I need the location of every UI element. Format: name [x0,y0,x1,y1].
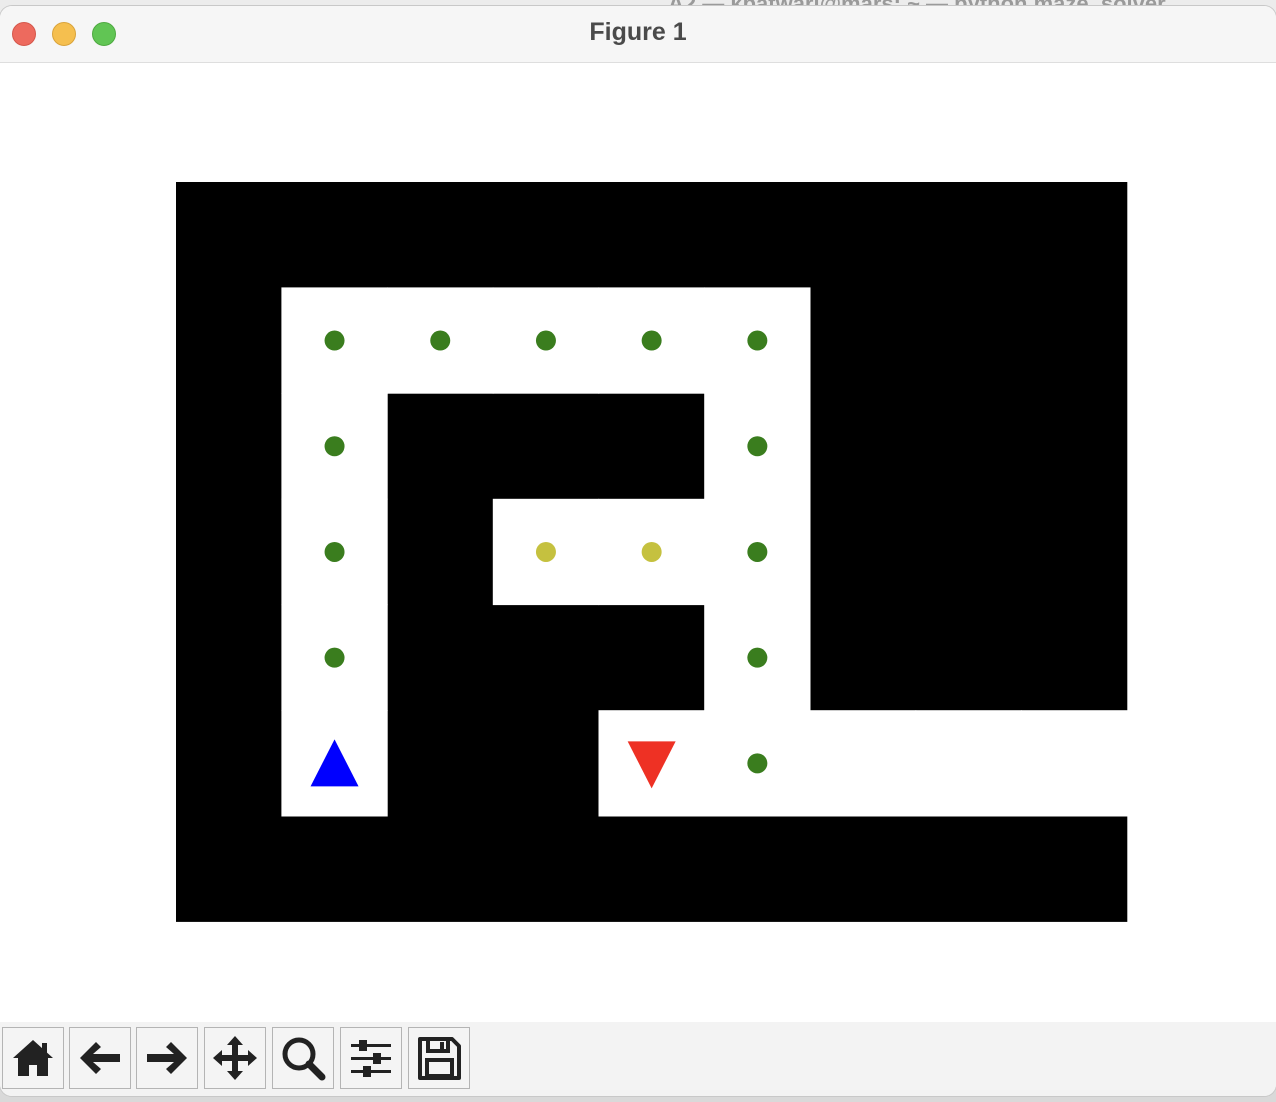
arrow-left-icon [80,1042,120,1074]
sliders-icon [351,1040,391,1077]
close-button[interactable] [12,22,36,46]
back-button[interactable] [69,1027,131,1089]
floppy-disk-icon [418,1037,461,1080]
home-button[interactable] [2,1027,64,1089]
title-bar[interactable]: Figure 1 [0,6,1276,63]
move-icon [213,1036,257,1080]
explored-cell-dot [641,541,662,562]
solution-path-dot [430,330,451,351]
home-icon [13,1040,53,1076]
solution-path-dot [747,541,768,562]
forward-button[interactable] [136,1027,198,1089]
zoom-button[interactable] [92,22,116,46]
solution-path-dot [641,330,662,351]
arrow-right-icon [147,1042,187,1074]
goal-marker [627,741,676,789]
solution-path-dot [747,647,768,668]
maze-open-cell [915,710,1022,817]
solution-path-dot [747,436,768,457]
solution-path-dot [535,330,556,351]
solution-path-dot [324,330,345,351]
minimize-button[interactable] [52,22,76,46]
zoom-button-tool[interactable] [272,1027,334,1089]
figure-canvas[interactable] [0,63,1276,1021]
solution-path-dot [747,753,768,774]
explored-cell-dot [535,541,556,562]
magnifier-icon [282,1037,326,1081]
start-marker [310,739,359,787]
navigation-toolbar [0,1022,1276,1096]
maze-open-cell [1021,710,1128,817]
window-title: Figure 1 [589,18,687,46]
maze-open-cell [809,710,917,817]
pan-button[interactable] [204,1027,266,1089]
solution-path-dot [747,330,768,351]
figure-window: Figure 1 [0,6,1276,1096]
solution-path-dot [324,541,345,562]
configure-subplots-button[interactable] [340,1027,402,1089]
save-button[interactable] [408,1027,470,1089]
solution-path-dot [324,647,345,668]
maze-plot [176,182,1128,922]
solution-path-dot [324,436,345,457]
